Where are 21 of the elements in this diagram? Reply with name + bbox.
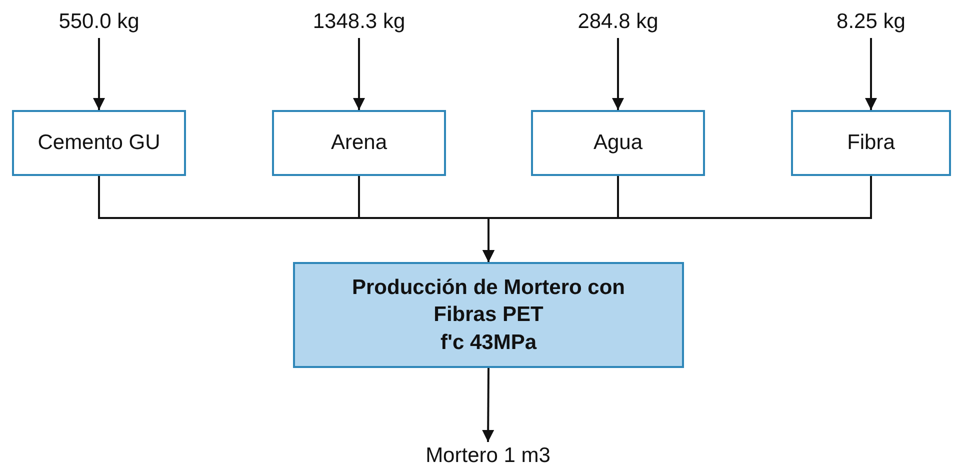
arrow [482,176,872,262]
process-box [293,262,684,368]
box-text: Agua [593,131,643,155]
quantity-label: 284.8 kg [578,10,658,34]
box-text: Fibra [847,131,895,155]
material-box [791,110,951,176]
arrow [353,38,365,110]
arrow [865,38,877,110]
quantity-label: 1348.3 kg [312,10,406,34]
output-label: Mortero 1 m3 [426,444,550,468]
box-text: f'c 43MPa [440,330,537,356]
arrow [93,38,105,110]
material-box [12,110,186,176]
material-box [272,110,446,176]
arrow [482,368,494,442]
quantity-label: 8.25 kg [836,10,906,34]
quantity-label: 550.0 kg [58,10,140,34]
material-box [531,110,705,176]
arrow [612,38,624,110]
box-text: Cemento GU [38,131,160,155]
box-text: Arena [330,131,388,155]
